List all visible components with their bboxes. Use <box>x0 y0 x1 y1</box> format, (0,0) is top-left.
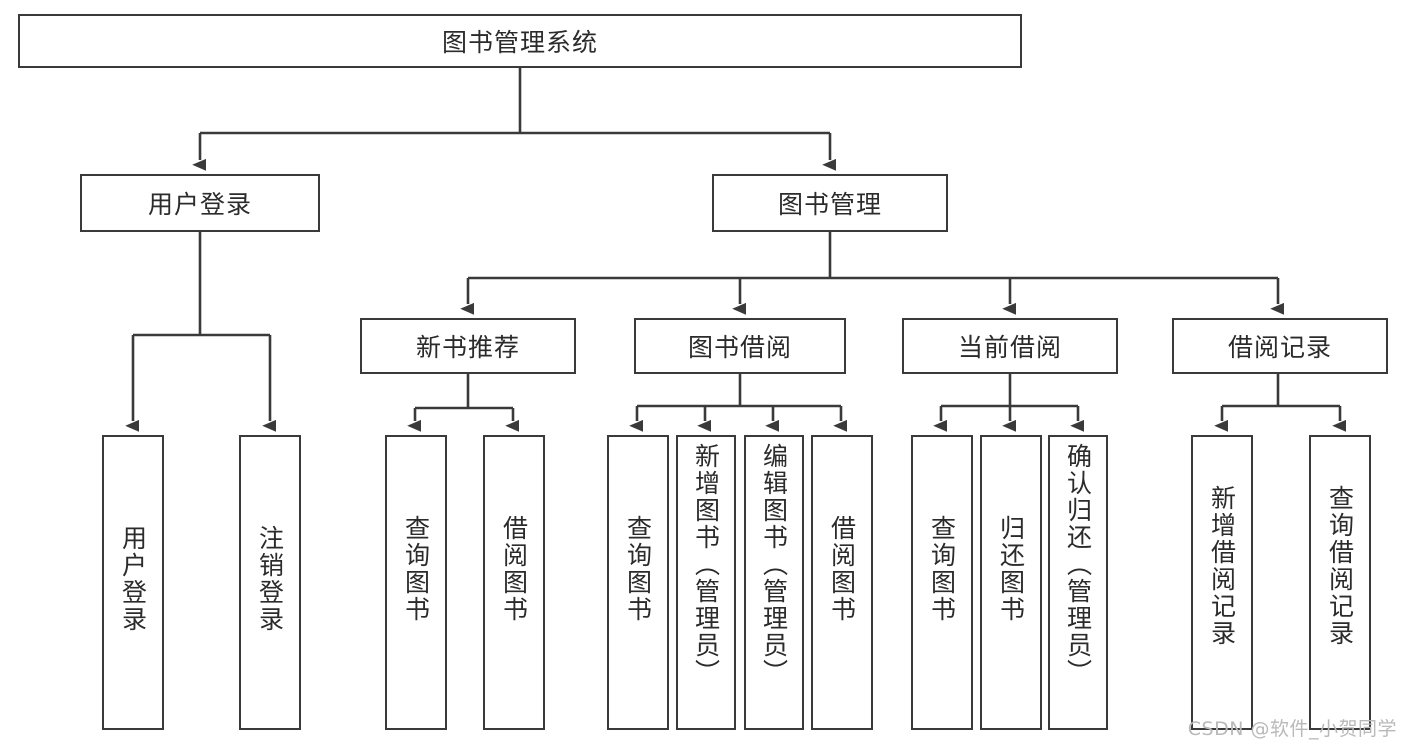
leaf-borrow-edit-book-admin[interactable]: 编辑图书（管理员） <box>744 435 804 730</box>
leaf-record-query-record[interactable]: 查询借阅记录 <box>1309 435 1371 730</box>
node-label: 编辑图书（管理员） <box>759 443 789 686</box>
node-label: 图书管理系统 <box>441 28 598 57</box>
node-book-borrow[interactable]: 图书借阅 <box>634 318 846 374</box>
node-label: 图书管理 <box>777 190 882 219</box>
leaf-borrow-query-book[interactable]: 查询图书 <box>607 435 669 730</box>
node-label: 查询图书 <box>401 515 431 623</box>
node-book-management[interactable]: 图书管理 <box>712 174 948 232</box>
node-new-book-recommend[interactable]: 新书推荐 <box>360 318 576 374</box>
node-label: 用户登录 <box>147 190 252 219</box>
node-borrow-record[interactable]: 借阅记录 <box>1172 318 1388 374</box>
node-user-login[interactable]: 用户登录 <box>80 174 320 232</box>
leaf-user-login-logout[interactable]: 注销登录 <box>239 435 301 730</box>
node-label: 当前借阅 <box>957 333 1062 362</box>
node-label: 查询图书 <box>623 515 653 623</box>
watermark-text: CSDN @软件_小贺同学 <box>1187 718 1397 740</box>
node-label: 图书借阅 <box>687 333 792 362</box>
node-label: 新增借阅记录 <box>1207 485 1237 647</box>
node-label: 查询借阅记录 <box>1325 485 1355 647</box>
node-label: 借阅记录 <box>1227 333 1332 362</box>
node-label: 归还图书 <box>996 515 1026 623</box>
leaf-borrow-borrow-book[interactable]: 借阅图书 <box>811 435 873 730</box>
leaf-recommend-borrow-book[interactable]: 借阅图书 <box>483 435 545 730</box>
node-root-system[interactable]: 图书管理系统 <box>18 14 1022 68</box>
node-label: 注销登录 <box>255 525 285 633</box>
leaf-borrow-add-book-admin[interactable]: 新增图书（管理员） <box>676 435 736 730</box>
node-label: 新增图书（管理员） <box>691 443 721 686</box>
node-label: 查询图书 <box>927 515 957 623</box>
leaf-current-confirm-return-admin[interactable]: 确认归还（管理员） <box>1048 435 1108 730</box>
node-label: 新书推荐 <box>415 333 520 362</box>
leaf-current-return-book[interactable]: 归还图书 <box>980 435 1042 730</box>
node-label: 借阅图书 <box>827 515 857 623</box>
node-label: 借阅图书 <box>499 515 529 623</box>
node-label: 确认归还（管理员） <box>1063 443 1093 686</box>
node-label: 用户登录 <box>118 525 148 633</box>
node-current-borrow[interactable]: 当前借阅 <box>902 318 1118 374</box>
leaf-recommend-query-book[interactable]: 查询图书 <box>385 435 447 730</box>
leaf-current-query-book[interactable]: 查询图书 <box>911 435 973 730</box>
leaf-user-login-login[interactable]: 用户登录 <box>102 435 164 730</box>
leaf-record-add-record[interactable]: 新增借阅记录 <box>1191 435 1253 730</box>
